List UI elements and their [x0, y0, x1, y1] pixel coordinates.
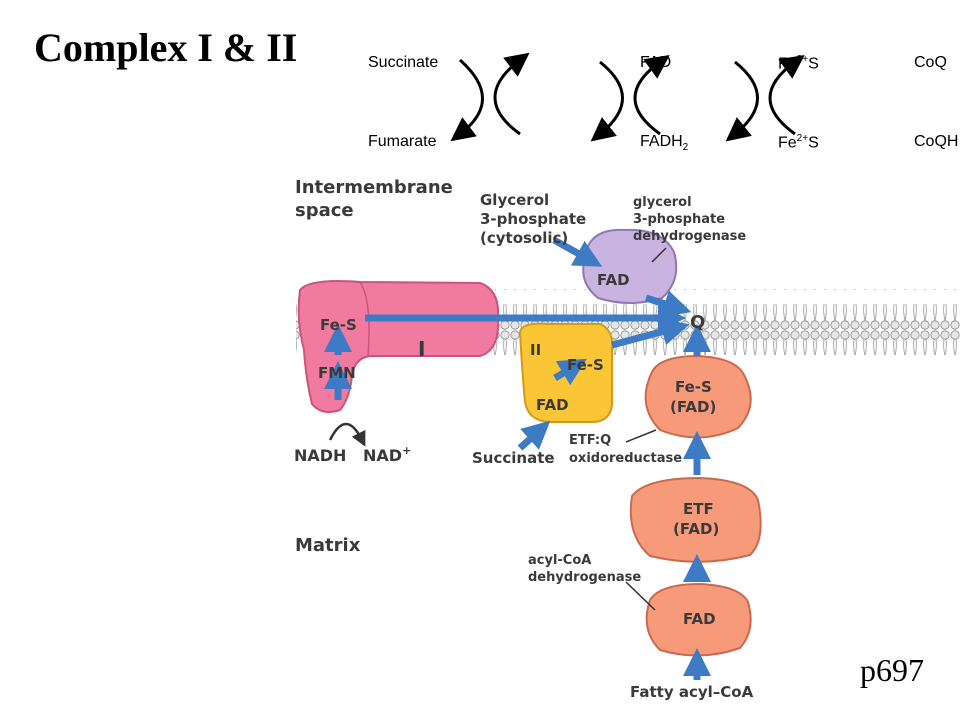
- fatty-acyl-coa-label: Fatty acyl–CoA: [630, 683, 754, 701]
- complex-i: [297, 280, 500, 413]
- nadh-label: NADH: [294, 446, 346, 465]
- ubiquinone-q: Q: [690, 312, 705, 333]
- fadh2-label: FADH2: [640, 133, 689, 154]
- page-reference: p697: [860, 652, 924, 688]
- complex-i-fes: Fe-S: [320, 316, 357, 334]
- etfq-fad: (FAD): [670, 398, 716, 416]
- complex-ii-fad: FAD: [536, 396, 569, 414]
- g3p-dehydrogenase: [582, 228, 678, 304]
- etf-label: ETF: [683, 500, 714, 518]
- etfq-label-2: oxidoreductase: [569, 451, 682, 466]
- g3pdh-label-3: dehydrogenase: [633, 229, 746, 244]
- complex-i-label: I: [418, 337, 425, 361]
- etf: [629, 476, 762, 563]
- reaction-arrows: [450, 52, 805, 142]
- acyl-coa-dehydrogenase: [645, 582, 752, 657]
- etf-fad: (FAD): [673, 520, 719, 538]
- glycerol-label-3: (cytosolic): [480, 229, 568, 247]
- etfq-label-1: ETF:Q: [569, 433, 611, 448]
- g3pdh-label-2: 3-phosphate: [633, 212, 725, 227]
- acyl-dh-label-2: dehydrogenase: [528, 570, 641, 585]
- complex-ii-fes: Fe-S: [567, 356, 604, 374]
- g3p-fad: FAD: [597, 271, 630, 289]
- etfq-fes: Fe-S: [675, 378, 712, 396]
- acyl-fad: FAD: [683, 610, 716, 628]
- glycerol-label-2: 3-phosphate: [480, 210, 586, 228]
- fe2s-label: Fe2+S: [778, 133, 819, 152]
- fumarate-label: Fumarate: [368, 133, 437, 150]
- pointer-lines: [625, 247, 667, 611]
- complex-i-fmn: FMN: [318, 364, 356, 382]
- slide-title: Complex I & II: [34, 25, 298, 70]
- coqh2-label: CoQH: [914, 133, 959, 150]
- intermembrane-space-label-2: space: [295, 200, 354, 221]
- succinate-diagram-label: Succinate: [472, 449, 555, 467]
- coq-label: CoQ: [914, 54, 947, 71]
- nadh-oxidation-arrow: [328, 422, 366, 447]
- succinate-label: Succinate: [368, 54, 439, 71]
- intermembrane-space-label: Intermembrane: [295, 177, 453, 198]
- complex-ii-label: II: [530, 341, 541, 359]
- g3pdh-label-1: glycerol: [633, 195, 692, 210]
- glycerol-label-1: Glycerol: [480, 191, 549, 209]
- nad-plus-label: NAD+: [363, 444, 411, 465]
- matrix-label: Matrix: [295, 535, 361, 556]
- etfq-oxidoreductase: [644, 354, 752, 439]
- electron-flow-arrows: [324, 236, 711, 680]
- acyl-dh-label-1: acyl-CoA: [528, 553, 591, 568]
